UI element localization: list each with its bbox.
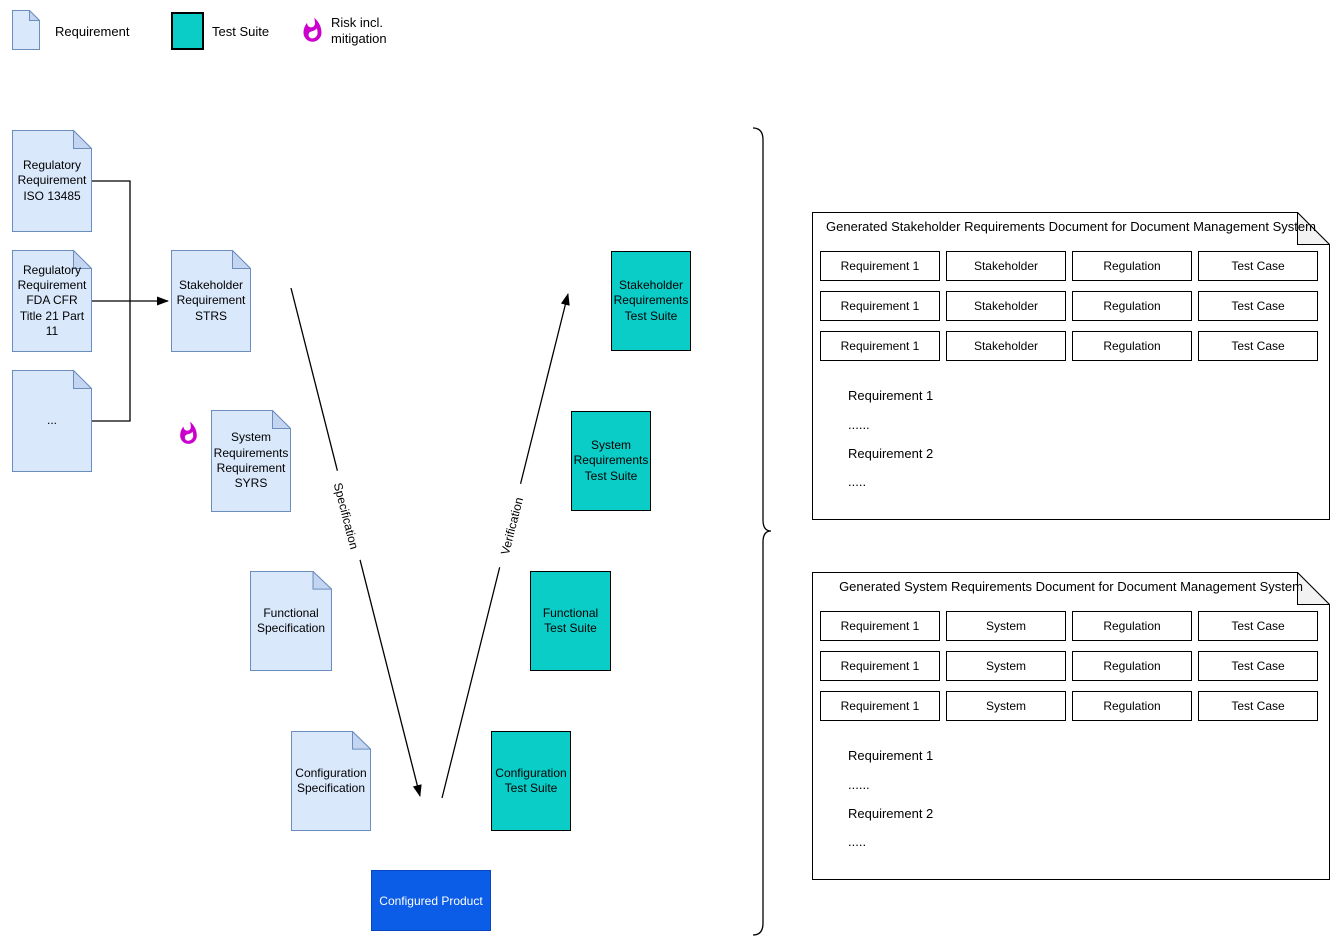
table-cell: Test Case <box>1198 611 1318 641</box>
panel-body-line: ..... <box>848 834 867 849</box>
generated-system-requirements-panel: Generated System Requirements Document f… <box>812 572 1330 880</box>
node-label: Functional Specification <box>256 605 326 635</box>
table-cell: Regulation <box>1072 291 1192 321</box>
node-label: System Requirements Requirement SYRS <box>213 430 289 491</box>
node-stakeholder-requirement-strs: Stakeholder Requirement STRS <box>171 250 251 352</box>
table-cell: Test Case <box>1198 691 1318 721</box>
table-cell: Regulation <box>1072 331 1192 361</box>
node-label: Functional Test Suite <box>542 605 599 635</box>
table-cell: Requirement 1 <box>820 331 940 361</box>
node-system-requirements-test-suite: System Requirements Test Suite <box>571 411 651 511</box>
table-cell: Requirement 1 <box>820 611 940 641</box>
table-cell: Regulation <box>1072 651 1192 681</box>
risk-flame-icon <box>180 421 197 444</box>
table-cell: Regulation <box>1072 691 1192 721</box>
panel-title: Generated Stakeholder Requirements Docum… <box>826 219 1316 234</box>
node-label: Configuration Specification <box>295 765 367 795</box>
table-cell: Test Case <box>1198 331 1318 361</box>
node-stakeholder-requirements-test-suite: Stakeholder Requirements Test Suite <box>611 251 691 351</box>
node-label: System Requirements Test Suite <box>573 437 649 483</box>
table-cell: System <box>946 691 1066 721</box>
bus-connector <box>92 180 131 422</box>
node-functional-specification: Functional Specification <box>250 571 332 671</box>
table-cell: Requirement 1 <box>820 651 940 681</box>
legend-test-suite-label: Test Suite <box>212 24 270 39</box>
node-more-requirements: ... <box>12 370 92 472</box>
table-cell: Stakeholder <box>946 331 1066 361</box>
table-cell: Stakeholder <box>946 251 1066 281</box>
panel-body-line: ...... <box>848 417 870 432</box>
node-label: Configured Product <box>379 893 483 908</box>
table-cell: Requirement 1 <box>820 251 940 281</box>
legend-flame-icon <box>303 17 322 42</box>
table-cell: Test Case <box>1198 291 1318 321</box>
node-label: ... <box>46 413 57 428</box>
generated-stakeholder-requirements-panel: Generated Stakeholder Requirements Docum… <box>812 212 1330 520</box>
specification-edge-label: Specification <box>327 469 365 563</box>
node-functional-test-suite: Functional Test Suite <box>530 571 611 671</box>
panel-body-line: ...... <box>848 777 870 792</box>
node-label: Regulatory Requirement ISO 13485 <box>17 157 87 203</box>
panel-body-line: Requirement 2 <box>848 446 934 461</box>
table-cell: System <box>946 611 1066 641</box>
table-cell: Requirement 1 <box>820 691 940 721</box>
panel-title: Generated System Requirements Document f… <box>839 579 1303 594</box>
panel-body-line: Requirement 2 <box>848 806 934 821</box>
node-configuration-specification: Configuration Specification <box>291 731 371 831</box>
curly-brace <box>752 127 772 936</box>
panel-body-line: Requirement 1 <box>848 388 934 403</box>
panel-body-line: ..... <box>848 474 867 489</box>
legend-risk-label: Risk incl. mitigation <box>331 15 387 46</box>
node-configured-product: Configured Product <box>371 870 491 931</box>
table-cell: Test Case <box>1198 251 1318 281</box>
node-label: Regulatory Requirement FDA CFR Title 21 … <box>17 262 87 339</box>
legend-test-suite-swatch <box>171 12 204 50</box>
legend-requirement-icon <box>12 10 40 50</box>
table-cell: Requirement 1 <box>820 291 940 321</box>
node-system-requirements-syrs: System Requirements Requirement SYRS <box>211 410 291 512</box>
verification-edge-label: Verification <box>494 482 530 570</box>
node-label: Configuration Test Suite <box>495 765 567 795</box>
table-cell: Stakeholder <box>946 291 1066 321</box>
legend-requirement-label: Requirement <box>55 24 130 39</box>
table-cell: Regulation <box>1072 611 1192 641</box>
node-configuration-test-suite: Configuration Test Suite <box>491 731 571 831</box>
node-label: Stakeholder Requirements Test Suite <box>613 277 689 323</box>
table-cell: System <box>946 651 1066 681</box>
node-label: Stakeholder Requirement STRS <box>176 277 246 323</box>
node-regulatory-requirement-fda: Regulatory Requirement FDA CFR Title 21 … <box>12 250 92 352</box>
node-regulatory-requirement-iso13485: Regulatory Requirement ISO 13485 <box>12 130 92 232</box>
table-cell: Regulation <box>1072 251 1192 281</box>
panel-body-line: Requirement 1 <box>848 748 934 763</box>
table-cell: Test Case <box>1198 651 1318 681</box>
